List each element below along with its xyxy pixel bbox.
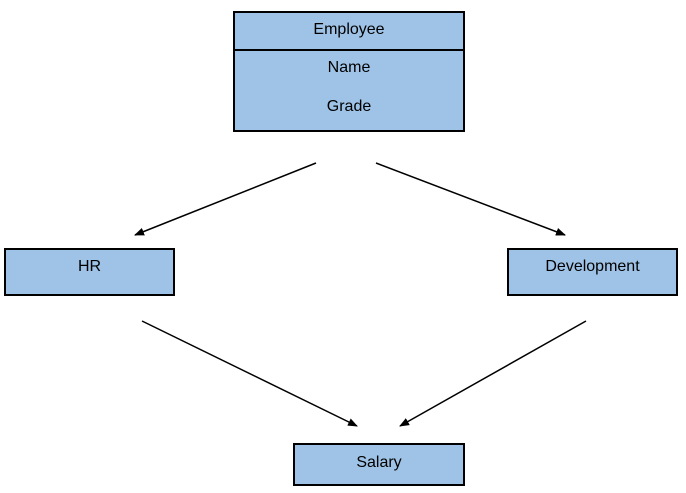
hr-label: HR — [78, 258, 102, 275]
salary-label: Salary — [356, 454, 402, 471]
employee-attribute-name: Name — [327, 59, 371, 76]
employee-class-box: Employee Name Grade — [233, 11, 465, 132]
development-box: Development — [507, 248, 678, 296]
arrow-employee-to-development — [375, 162, 566, 236]
development-label: Development — [545, 258, 640, 275]
arrow-development-to-salary — [399, 320, 587, 427]
arrow-employee-to-hr — [134, 162, 317, 236]
salary-box: Salary — [293, 443, 465, 486]
employee-header: Employee — [235, 13, 463, 51]
hr-box: HR — [4, 248, 175, 296]
employee-title: Employee — [313, 21, 385, 38]
arrow-hr-to-salary — [141, 320, 358, 427]
employee-attribute-grade: Grade — [326, 98, 372, 115]
